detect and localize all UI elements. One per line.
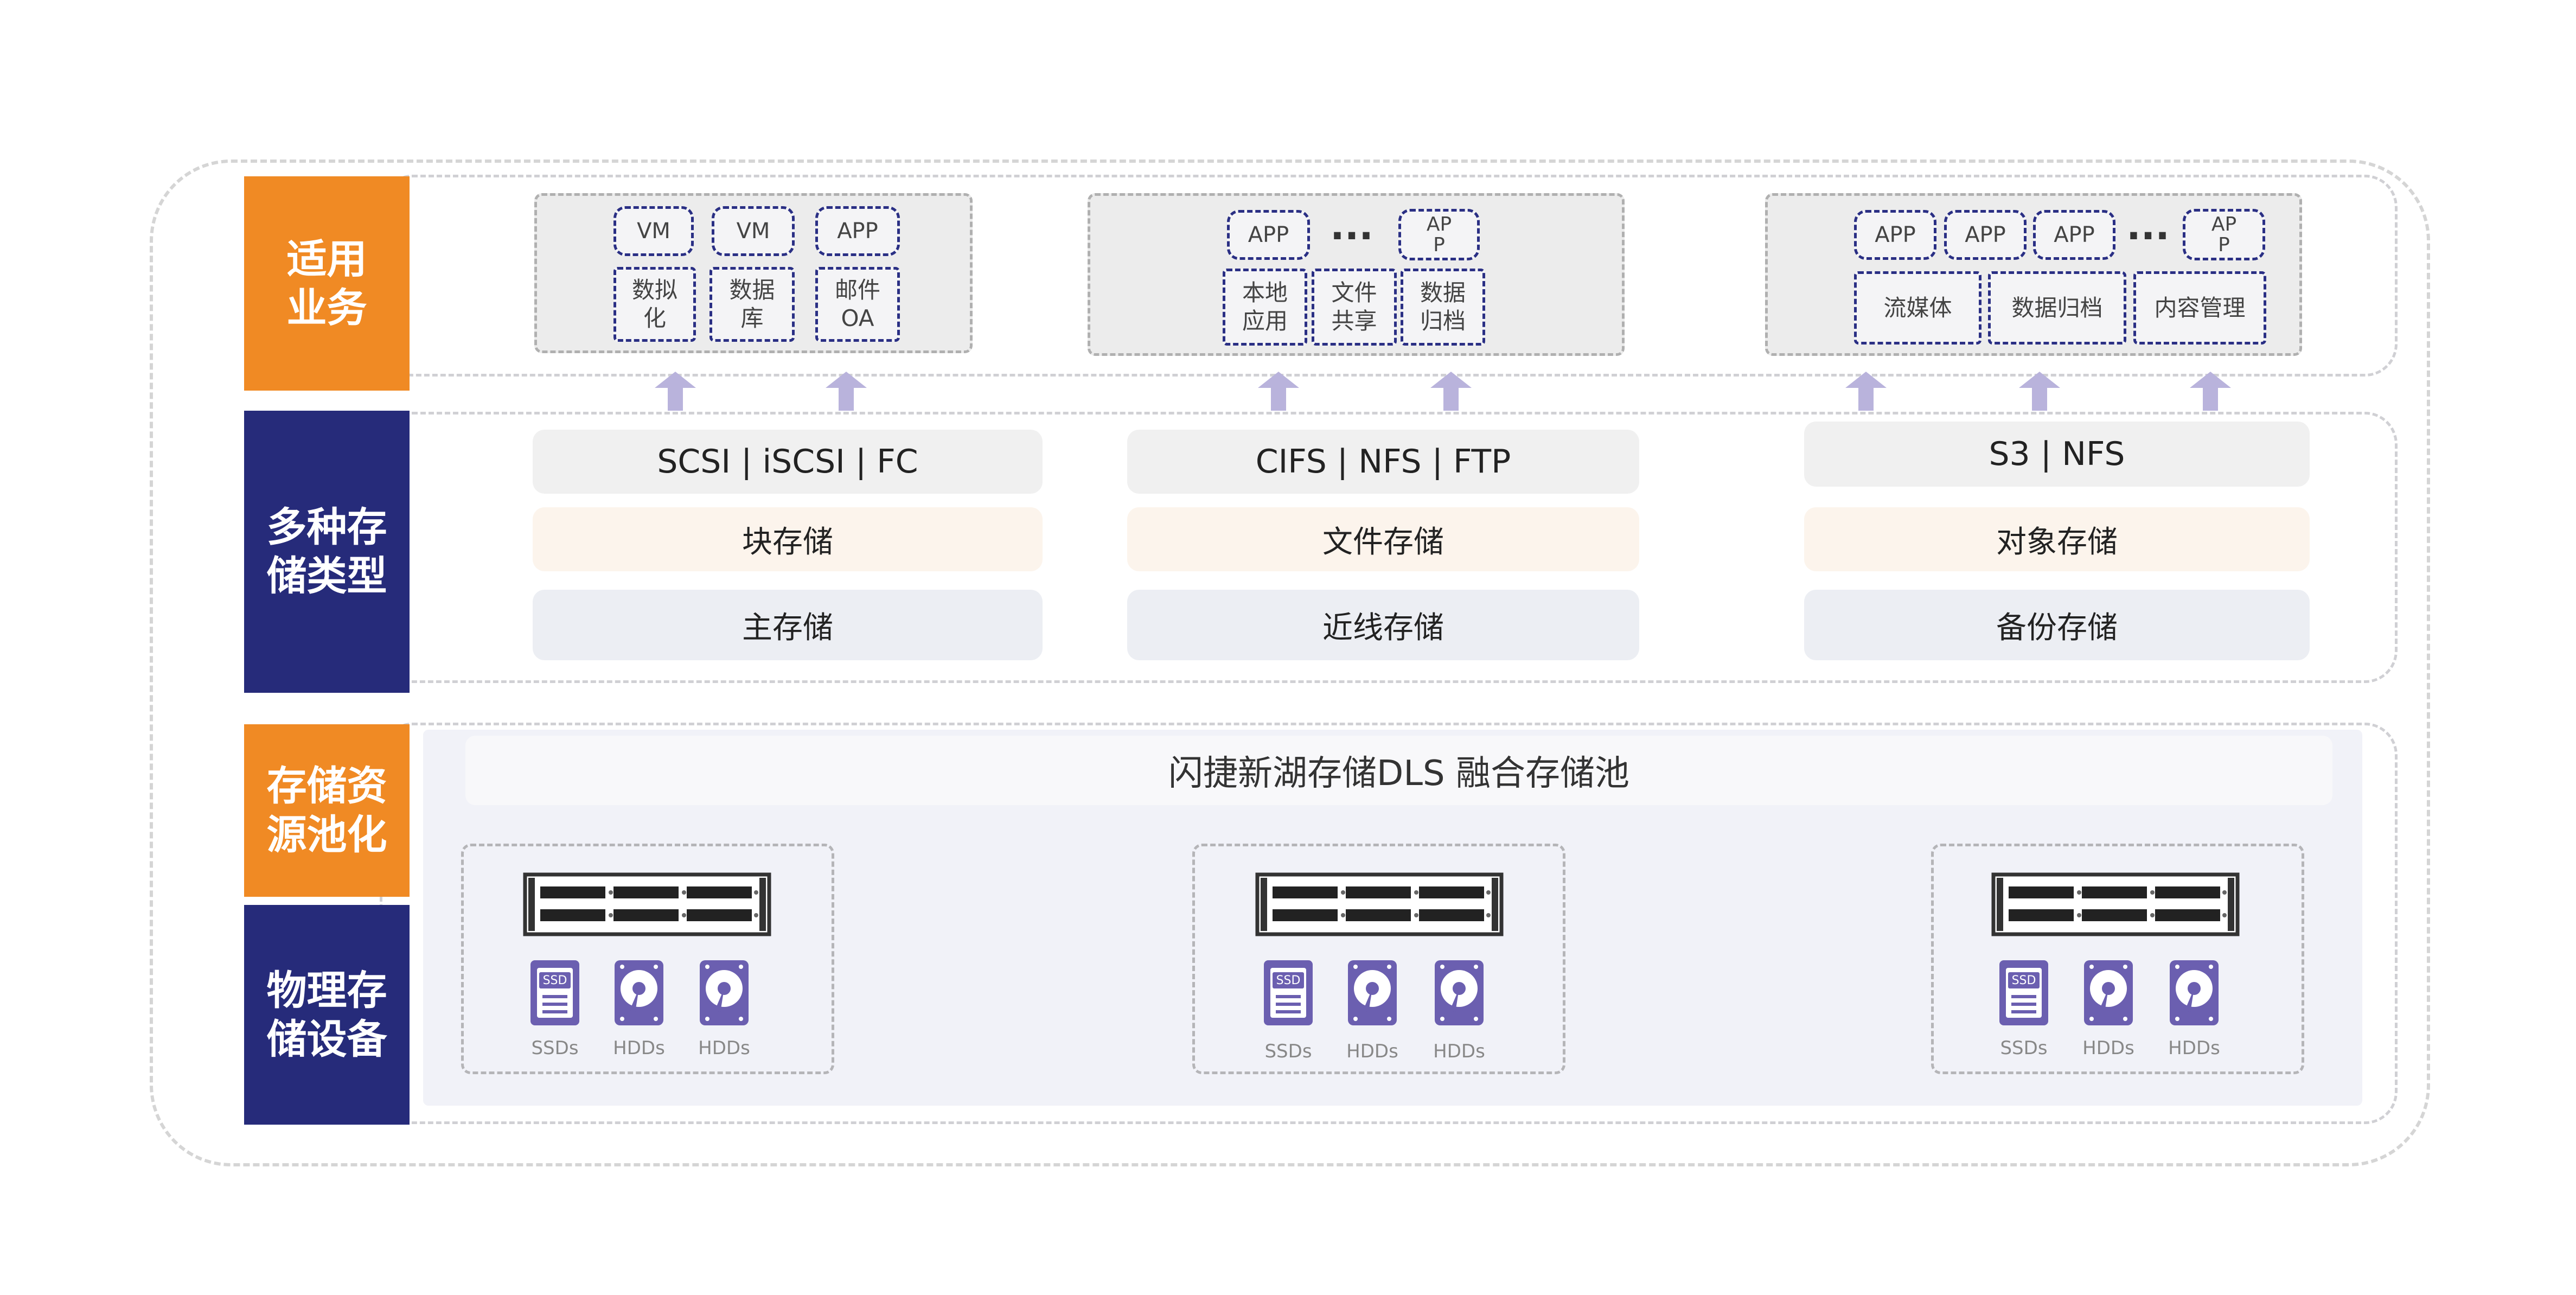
type-bar-block-storage: 块存储 [533, 507, 1043, 571]
disk-label: HDDs [2082, 1037, 2134, 1059]
label-physical-devices: 物理存 储设备 [244, 905, 410, 1125]
outer-frame [150, 160, 2430, 1166]
up-arrow-icon [2019, 372, 2060, 411]
hdd-icon [700, 960, 749, 1025]
protocol-bar-block: SCSI | iSCSI | FC [533, 430, 1043, 494]
up-arrow-icon [1430, 372, 1472, 411]
disk-label: SSDs [2000, 1037, 2048, 1059]
app-cell-local-apps: 本地 应用 [1223, 269, 1307, 346]
tier-bar-primary-storage: 主存储 [533, 590, 1043, 660]
type-bar-object-storage: 对象存储 [1804, 507, 2310, 571]
hdd-icon [1435, 960, 1484, 1025]
storage-pool-title: 闪捷新湖存储DLS 融合存储池 [465, 736, 2332, 805]
protocol-bar-file: CIFS | NFS | FTP [1127, 430, 1639, 494]
app-cell-streaming-media: 流媒体 [1854, 271, 1981, 345]
hdd-icon [615, 960, 663, 1025]
tier-bar-backup-storage: 备份存储 [1804, 590, 2310, 660]
app-chip-app: APP [2033, 210, 2115, 260]
disk-label: HDDs [613, 1037, 665, 1059]
disk-label: HDDs [1346, 1041, 1398, 1062]
app-cell-mail-oa: 邮件 OA [815, 267, 900, 342]
hdd-icon [2170, 960, 2219, 1025]
protocol-bar-object: S3 | NFS [1804, 422, 2310, 487]
label-resource-pooling: 存储资 源池化 [244, 724, 410, 897]
app-chip-app: APP [1944, 210, 2027, 260]
disk-label: HDDs [698, 1037, 750, 1059]
up-arrow-icon [826, 372, 867, 411]
app-cell-virtualization: 数拟 化 [613, 267, 696, 342]
up-arrow-icon [655, 372, 696, 411]
app-cell-data-archive: 数据归档 [1988, 271, 2126, 345]
server-rack-icon [1993, 875, 2238, 934]
disk-label: SSDs [531, 1037, 579, 1059]
tier-bar-nearline-storage: 近线存储 [1127, 590, 1639, 660]
disk-label: SSDs [1264, 1041, 1312, 1062]
app-chip-app: AP P [1398, 209, 1480, 260]
server-rack-icon [1257, 875, 1501, 934]
ssd-icon [1999, 960, 2048, 1025]
app-cell-data-archive: 数据 归档 [1401, 269, 1485, 346]
app-chip-vm-1: VM [613, 206, 694, 256]
server-rack-icon [525, 875, 769, 934]
app-chip-app: APP [1227, 210, 1310, 260]
app-cell-file-sharing: 文件 共享 [1312, 269, 1397, 346]
app-chip-app: AP P [2183, 209, 2265, 260]
disk-label: HDDs [2168, 1037, 2220, 1059]
app-chip-app: APP [815, 206, 900, 256]
app-cell-database: 数据 库 [709, 267, 795, 342]
label-storage-types: 多种存 储类型 [244, 411, 410, 693]
app-chip-vm-2: VM [712, 206, 795, 256]
app-chip-app: APP [1854, 210, 1936, 260]
up-arrow-icon [1845, 372, 1887, 411]
more-apps-dots: ··· [2126, 214, 2170, 258]
label-applicable-business: 适用 业务 [244, 176, 410, 391]
up-arrows [655, 372, 2231, 411]
disk-label: HDDs [1433, 1041, 1485, 1062]
app-cell-content-management: 内容管理 [2133, 271, 2266, 345]
type-bar-file-storage: 文件存储 [1127, 507, 1639, 571]
up-arrow-icon [2190, 372, 2231, 411]
hdd-icon [2084, 960, 2133, 1025]
up-arrow-icon [1258, 372, 1299, 411]
ssd-icon [1264, 960, 1313, 1025]
more-apps-dots: ··· [1330, 214, 1373, 258]
ssd-icon [530, 960, 579, 1025]
hdd-icon [1348, 960, 1397, 1025]
